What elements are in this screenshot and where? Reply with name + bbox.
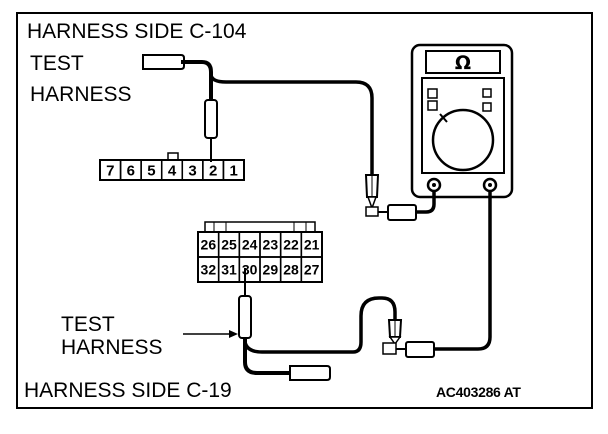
lead-bottom	[243, 191, 492, 358]
pin-c19-27: 27	[304, 262, 320, 278]
pin-c104-5: 5	[147, 162, 155, 179]
pin-c19-29: 29	[263, 262, 279, 278]
reference-code: AC403286 AT	[436, 384, 521, 400]
pin-c104-6: 6	[127, 162, 135, 179]
pin-c19-22: 22	[283, 237, 299, 253]
mode-button-4	[482, 102, 492, 112]
label-arrow	[183, 330, 238, 338]
pin-c104-4: 4	[168, 162, 177, 179]
pin-c19-26: 26	[201, 237, 217, 253]
harness-side-c19-label: HARNESS SIDE C-19	[24, 379, 232, 402]
pin-c19-31: 31	[221, 262, 237, 278]
test-harness-top-label-line1: TEST	[30, 52, 84, 75]
mode-button-2	[427, 100, 438, 111]
test-harness-top	[142, 54, 218, 162]
lead-top	[209, 74, 436, 221]
multimeter: Ω	[410, 43, 514, 199]
mode-button-1	[427, 88, 438, 99]
multimeter-inner	[421, 77, 505, 174]
ohm-symbol: Ω	[455, 52, 471, 74]
pin-c19-23: 23	[263, 237, 279, 253]
pin-c19-28: 28	[283, 262, 299, 278]
pin-c19-24: 24	[242, 237, 258, 253]
test-harness-bottom-label-line2: HARNESS	[61, 336, 163, 359]
pin-c104-3: 3	[188, 162, 196, 179]
harness-side-c104-label: HARNESS SIDE C-104	[27, 20, 247, 43]
mode-button-3	[482, 88, 492, 98]
pin-c104-2: 2	[209, 162, 217, 179]
pin-c104-7: 7	[106, 162, 114, 179]
test-harness-bottom	[238, 268, 331, 381]
pin-c19-25: 25	[221, 237, 237, 253]
pin-c19-32: 32	[201, 262, 217, 278]
diagram-frame	[16, 12, 593, 409]
pin-c104-1: 1	[230, 162, 238, 179]
test-harness-bottom-label-line1: TEST	[61, 313, 115, 336]
selector-dial	[431, 108, 495, 172]
multimeter-display	[425, 50, 501, 74]
test-harness-top-label-line2: HARNESS	[30, 83, 132, 106]
pin-c19-21: 21	[304, 237, 320, 253]
